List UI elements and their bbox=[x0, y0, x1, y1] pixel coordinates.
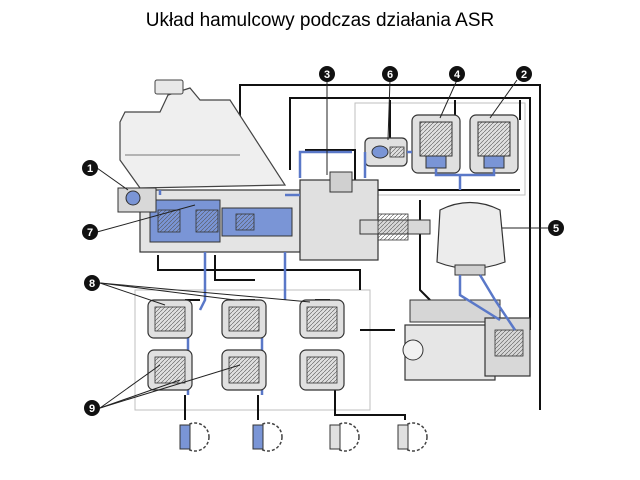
pump-motor bbox=[402, 299, 531, 381]
pump-unit-right bbox=[469, 114, 519, 174]
inlet-valve-2 bbox=[221, 299, 267, 339]
callout-4: 4 bbox=[449, 66, 465, 82]
inlet-valve-1 bbox=[147, 299, 193, 339]
pressure-accumulator bbox=[436, 201, 506, 276]
callout-5: 5 bbox=[548, 220, 564, 236]
valve-block-frame bbox=[134, 289, 371, 411]
callout-7-label: 7 bbox=[87, 227, 93, 239]
pedal-rod-assembly bbox=[299, 171, 431, 261]
master-cylinder bbox=[139, 189, 301, 253]
brake-fluid-reservoir bbox=[119, 79, 287, 189]
callout-6-label: 6 bbox=[387, 69, 393, 81]
callout-7: 7 bbox=[82, 224, 98, 240]
callout-8: 8 bbox=[84, 275, 100, 291]
wheel-brake-2 bbox=[252, 422, 283, 452]
callout-6: 6 bbox=[382, 66, 398, 82]
outlet-valve-3 bbox=[299, 349, 345, 391]
diagram-title: Układ hamulcowy podczas działania ASR bbox=[145, 10, 495, 31]
outlet-valve-1 bbox=[147, 349, 193, 391]
wheel-brake-3 bbox=[329, 422, 360, 452]
callout-9-label: 9 bbox=[89, 403, 95, 415]
wheel-brake-4 bbox=[397, 422, 428, 452]
callout-1-label: 1 bbox=[87, 163, 93, 175]
callout-8-label: 8 bbox=[89, 278, 95, 290]
callout-2: 2 bbox=[516, 66, 532, 82]
callout-leaders bbox=[96, 79, 548, 409]
outlet-valve-2 bbox=[221, 349, 267, 391]
callout-1: 1 bbox=[82, 160, 98, 176]
pump-unit-left bbox=[411, 114, 461, 174]
pressure-sensor bbox=[117, 187, 157, 213]
switch-valve bbox=[364, 137, 408, 167]
wheel-brake-1 bbox=[179, 422, 210, 452]
callout-5-label: 5 bbox=[553, 223, 559, 235]
callout-9: 9 bbox=[84, 400, 100, 416]
callout-3-label: 3 bbox=[324, 69, 330, 81]
callout-2-label: 2 bbox=[521, 69, 527, 81]
callout-4-label: 4 bbox=[454, 69, 461, 81]
callout-3: 3 bbox=[319, 66, 335, 82]
inlet-valve-3 bbox=[299, 299, 345, 339]
